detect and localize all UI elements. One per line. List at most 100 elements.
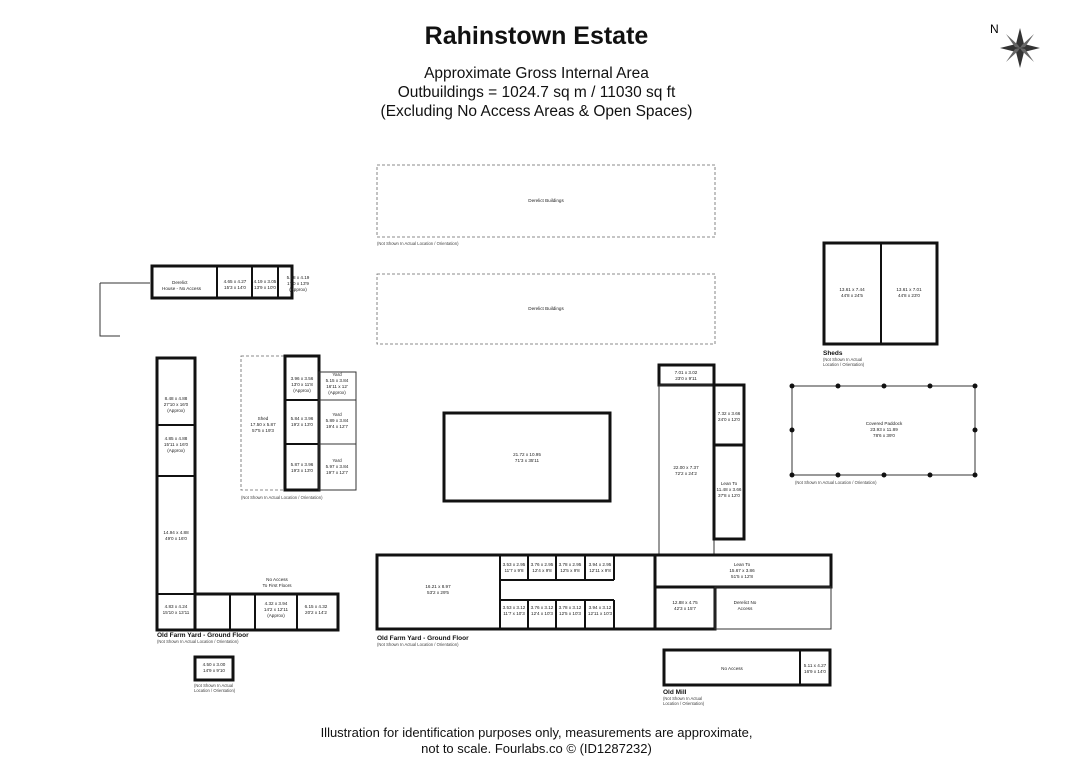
shed-s1-dim: 3.96 x 3.56 [291, 376, 314, 381]
derelict-top-note: (Not Shown In Actual Location / Orientat… [377, 241, 459, 246]
mill-room-imperial: 16'9 x 14'0 [804, 669, 826, 674]
shed-s2-imperial: 19'2 x 13'0 [291, 422, 313, 427]
cell-c2-imperial: 12'4 x 9'8 [532, 568, 552, 573]
lean-to-2-name: Lean To [734, 562, 751, 567]
shed-block-note: (Not Shown In Actual Location / Orientat… [241, 495, 323, 500]
no-access-first-2: To First Floors [262, 583, 292, 588]
ofy-right-note: (Not Shown In Actual Location / Orientat… [377, 642, 459, 647]
area-heading: Approximate Gross Internal Area [424, 65, 649, 82]
no-access-first-1: No Access [266, 577, 288, 582]
small-block: 4.50 x 3.00 14'9 x 9'10 (Not Shown In Ac… [193, 655, 236, 693]
room-r9-imperial: 20'2 x 14'2 [305, 610, 327, 615]
room-r5-imperial: 15'11 x 16'0 [164, 442, 189, 447]
old-mill-note-1: (Not Shown In Actual [663, 696, 702, 701]
mill-no-access: No Access [721, 666, 743, 671]
shed-a-imperial: 44'8 x 24'5 [841, 293, 863, 298]
small-block-imperial: 14'9 x 9'10 [203, 668, 225, 673]
room-rh-imperial: 42'3 x 15'7 [674, 606, 696, 611]
cell-d2-imperial: 12'4 x 10'3 [531, 611, 553, 616]
derelict-no-access-1: Derelict No [734, 600, 757, 605]
room-r5-dim: 4.85 x 4.88 [165, 436, 188, 441]
room-r4-imperial: 27'10 x 16'0 [164, 402, 189, 407]
area-total: Outbuildings = 1024.7 sq m / 11030 sq ft [397, 84, 676, 101]
cell-d3-imperial: 12'5 x 10'3 [559, 611, 581, 616]
derelict-mid-label: Derelict Buildings [528, 306, 564, 311]
yard-1-dim: 5.15 x 3.84 [326, 378, 349, 383]
cell-d1-imperial: 11'7 x 10'3 [503, 611, 525, 616]
room-r2-imperial: 13'9 x 10'0 [254, 285, 276, 290]
cell-c1-dim: 3.53 x 2.95 [503, 562, 526, 567]
derelict-top-label: Derelict Buildings [528, 198, 564, 203]
cell-c1-imperial: 11'7 x 9'8 [504, 568, 523, 573]
yard-1-note: (Approx) [328, 390, 346, 395]
old-mill-note-2: Location / Orientation) [663, 701, 705, 706]
yard-2-dim: 5.89 x 3.84 [326, 418, 349, 423]
derelict-no-access-2: Access [738, 606, 754, 611]
big-left-dim: 16.21 x 8.97 [425, 584, 451, 589]
paddock-imperial: 78'6 x 39'0 [873, 433, 895, 438]
area-exclusion-note: (Excluding No Access Areas & Open Spaces… [380, 103, 693, 120]
lean-to-1-name: Lean To [721, 481, 738, 486]
room-r7-dim: 4.83 x 4.24 [165, 604, 188, 609]
cell-d4-dim: 3.94 x 3.12 [589, 605, 612, 610]
cell-d4-imperial: 12'11 x 10'3 [588, 611, 613, 616]
shed-s2-dim: 5.84 x 3.96 [291, 416, 314, 421]
room-r4-note: (Approx) [167, 408, 185, 413]
room-r8-note: (Approx) [267, 613, 285, 618]
shed-b-imperial: 44'8 x 23'0 [898, 293, 920, 298]
paddock-dim: 23.93 x 11.89 [870, 427, 898, 432]
derelict-house-1: Derelict [172, 280, 188, 285]
sheds-label: Sheds [823, 350, 843, 357]
cell-d2-dim: 3.76 x 3.12 [531, 605, 554, 610]
mill-room-dim: 5.11 x 4.27 [804, 663, 827, 668]
lean-to-2-imperial: 51'5 x 12'8 [731, 574, 753, 579]
room-r6-dim: 14.94 x 4.88 [163, 530, 189, 535]
old-mill: No Access 5.11 x 4.27 16'9 x 14'0 Old Mi… [662, 648, 832, 706]
room-rb-imperial: 23'0 x 9'11 [675, 376, 697, 381]
room-r4-dim: 8.48 x 4.88 [165, 396, 188, 401]
room-r6-imperial: 49'0 x 16'0 [165, 536, 187, 541]
ofy-right-label: Old Farm Yard - Ground Floor [377, 635, 469, 642]
covered-paddock: Covered Paddock 23.93 x 11.89 78'6 x 39'… [789, 383, 978, 485]
yard-1-name: Yard [332, 372, 342, 377]
small-block-note-2: Location / Orientation) [194, 688, 236, 693]
room-r2-dim: 4.19 x 3.05 [254, 279, 277, 284]
derelict-house-2: House - No Access [162, 286, 202, 291]
room-r3-imperial: 17'0 x 13'9 [287, 281, 309, 286]
ofy-left-note: (Not Shown In Actual Location / Orientat… [157, 639, 239, 644]
room-r1-dim: 4.65 x 4.27 [224, 279, 247, 284]
yard-2-imperial: 19'4 x 12'7 [326, 424, 348, 429]
cell-d3-dim: 3.78 x 3.12 [559, 605, 582, 610]
ofy-left-label: Old Farm Yard - Ground Floor [157, 632, 249, 639]
shed-big-imperial: 57'5 x 19'3 [252, 428, 274, 433]
sheds-note-2: Location / Orientation) [823, 362, 865, 367]
paddock-note: (Not Shown In Actual Location / Orientat… [795, 480, 877, 485]
old-farm-yard-right: 16.21 x 8.97 53'2 x 29'5 3.53 x 2.95 11'… [375, 553, 833, 647]
shed-s1-note: (Approx) [293, 388, 311, 393]
shed-s3-imperial: 19'3 x 13'0 [291, 468, 313, 473]
yard-2-name: Yard [332, 412, 342, 417]
shed-s1-imperial: 13'0 x 11'8 [291, 382, 313, 387]
cell-d1-dim: 3.53 x 3.12 [503, 605, 526, 610]
page-title: Rahinstown Estate [424, 22, 649, 50]
room-rg-dim: 12.88 x 4.75 [672, 600, 698, 605]
central-building: 21.72 x 10.95 71'3 x 35'11 [442, 411, 612, 503]
yard-3-name: Yard [332, 458, 342, 463]
compass-letter: N [990, 22, 999, 36]
disclaimer-line1: Illustration for identification purposes… [320, 725, 753, 740]
sheds-note-1: (Not Shown In Actual [823, 357, 862, 362]
room-r1-imperial: 15'3 x 14'0 [224, 285, 246, 290]
lean-to-1-imperial: 37'8 x 12'0 [718, 493, 740, 498]
yard-3-imperial: 19'7 x 12'7 [326, 470, 348, 475]
compass-rose-icon: N [990, 22, 1040, 68]
cell-c2-dim: 3.76 x 2.95 [531, 562, 554, 567]
room-rc-dim: 7.32 x 3.66 [718, 411, 741, 416]
shed-s3-dim: 5.87 x 3.96 [291, 462, 314, 467]
cell-c4-imperial: 12'11 x 9'8 [589, 568, 611, 573]
right-block: 7.01 x 3.02 23'0 x 9'11 7.32 x 3.66 24'0… [657, 363, 746, 556]
yard-3-dim: 5.97 x 3.84 [326, 464, 349, 469]
big-left-imperial: 53'2 x 29'5 [427, 590, 449, 595]
old-farm-yard-left: Derelict House - No Access 4.65 x 4.27 1… [99, 264, 340, 644]
room-r5-note: (Approx) [167, 448, 185, 453]
